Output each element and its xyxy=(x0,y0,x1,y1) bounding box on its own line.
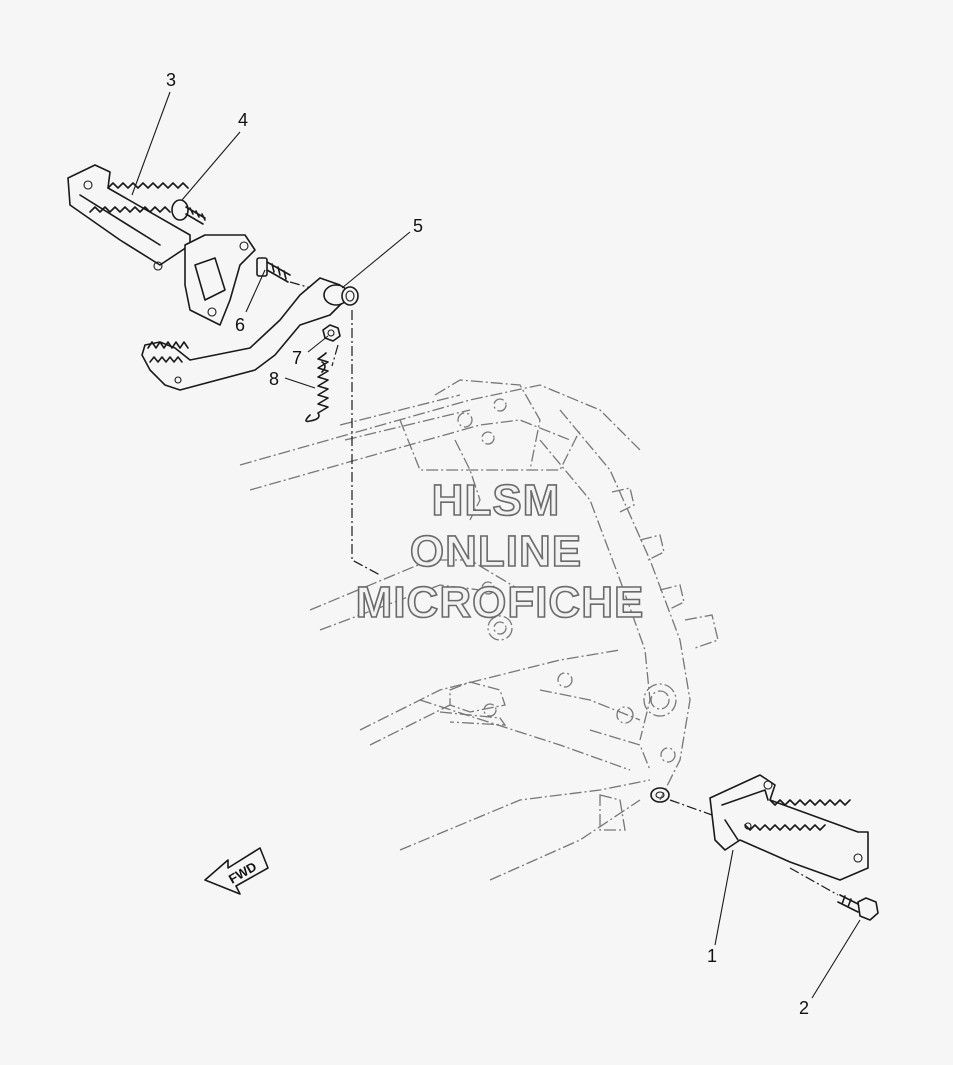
watermark-line-3: MICROFICHE xyxy=(356,578,645,627)
leader-line-6 xyxy=(289,281,326,293)
callout-group: 1 2 3 4 5 6 7 8 xyxy=(131,70,861,1018)
spring-8 xyxy=(305,352,329,423)
bolt-6 xyxy=(256,257,291,283)
brake-pedal xyxy=(141,277,359,391)
callout-1: 1 xyxy=(707,946,717,966)
callout-2: 2 xyxy=(799,998,809,1018)
left-footpeg xyxy=(67,164,256,326)
leader-line-8 xyxy=(331,344,339,367)
bolt-2 xyxy=(837,894,879,921)
callout-4: 4 xyxy=(238,110,248,130)
motorcycle-frame xyxy=(239,379,719,881)
forward-arrow: FWD xyxy=(204,847,269,895)
leader-line-5 xyxy=(351,310,381,576)
watermark: HLSM ONLINE MICROFICHE xyxy=(355,475,645,628)
callout-7: 7 xyxy=(292,348,302,368)
callout-5: 5 xyxy=(413,216,423,236)
watermark-line-1: HLSM xyxy=(432,476,561,525)
callout-3: 3 xyxy=(166,70,176,90)
watermark-line-2: ONLINE xyxy=(410,527,582,576)
leader-line-1 xyxy=(669,799,713,816)
callout-6: 6 xyxy=(235,315,245,335)
bolt-4 xyxy=(171,199,206,225)
right-footpeg xyxy=(709,774,869,881)
leader-line-2 xyxy=(789,867,839,896)
callout-8: 8 xyxy=(269,369,279,389)
